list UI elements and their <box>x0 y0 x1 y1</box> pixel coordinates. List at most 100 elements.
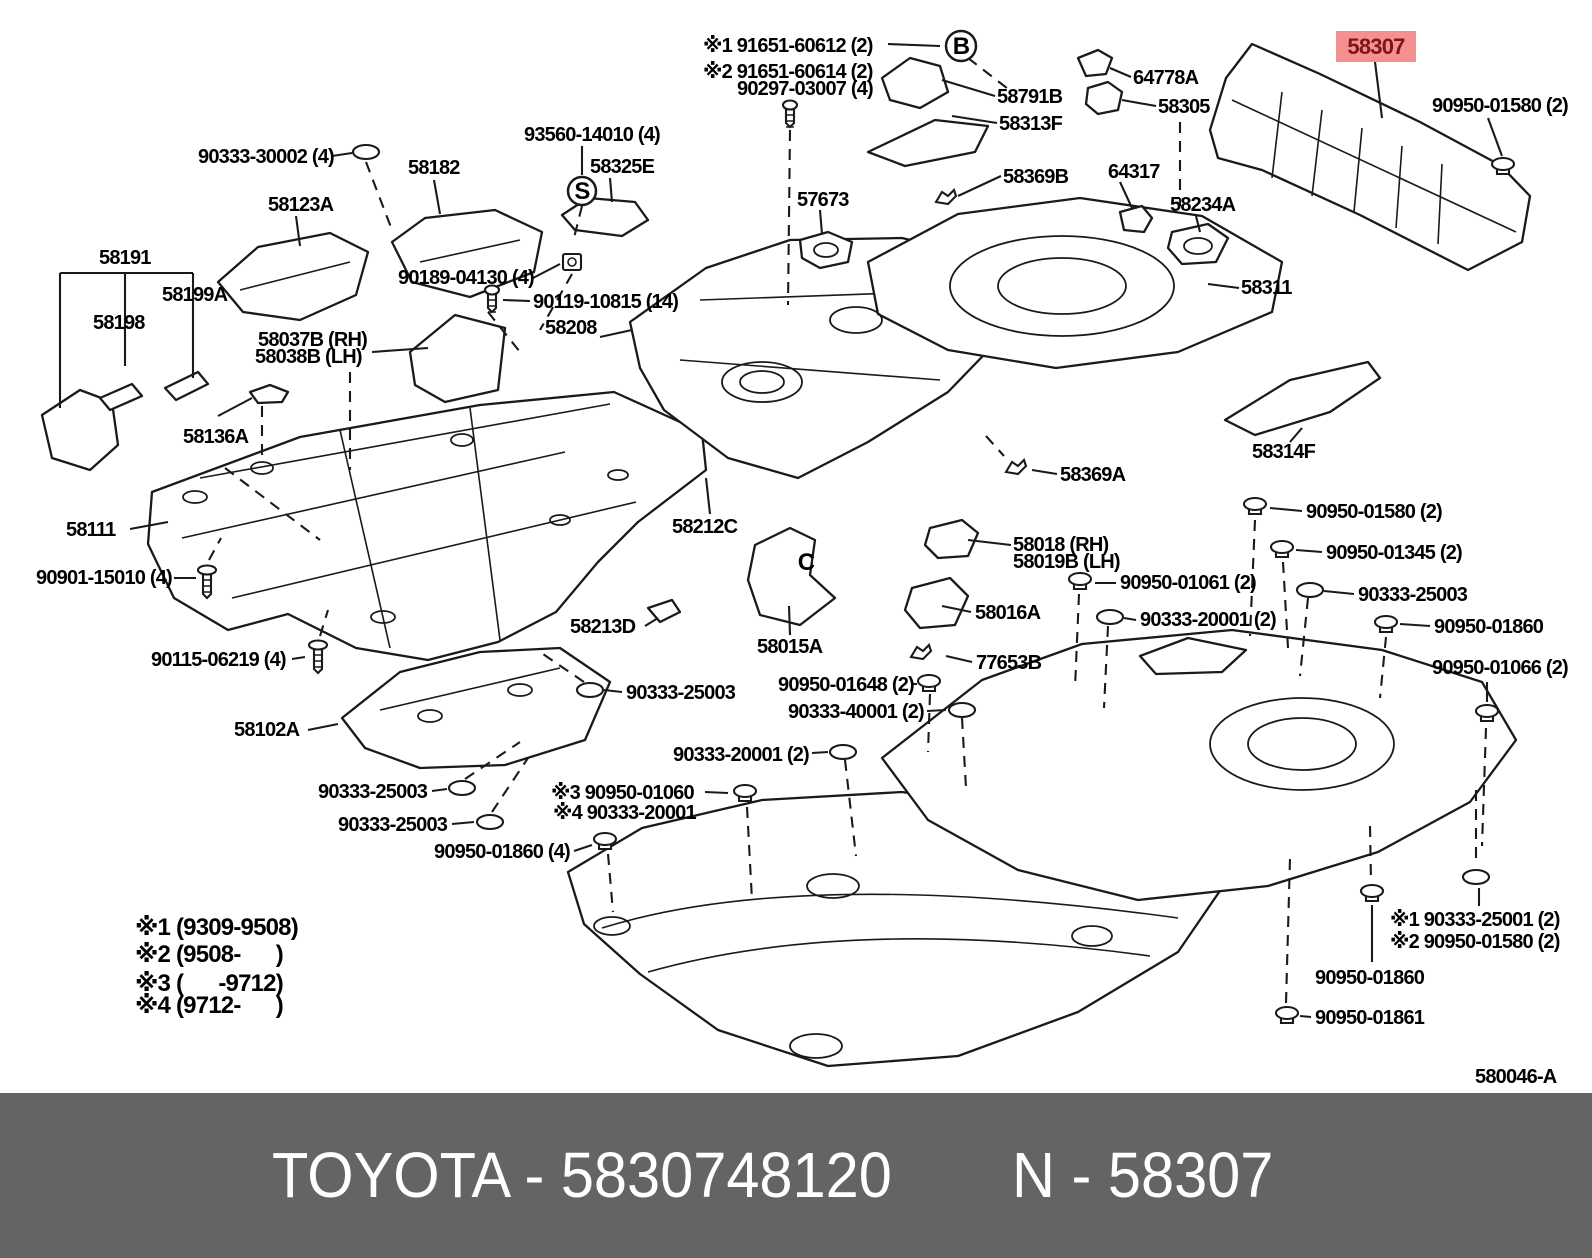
part-outline <box>40 388 120 472</box>
part-label: 90333-20001 (2) <box>1140 609 1276 631</box>
part-outline <box>1395 145 1403 229</box>
dashed-leader-line <box>960 717 968 789</box>
part-outline <box>1076 48 1114 78</box>
part-label: ※3 ( -9712) <box>135 970 283 997</box>
parts-layer <box>40 42 1532 1068</box>
dashed-leader-line <box>745 806 754 901</box>
part-label: 90950-01860 <box>1434 616 1544 638</box>
plug-head <box>1490 156 1516 172</box>
part-label: ※4 (9712- ) <box>135 992 283 1019</box>
clip-fastener-icon <box>934 188 958 206</box>
part-hole <box>806 873 860 899</box>
part-label: 77653B <box>976 652 1042 674</box>
callout-letter: S <box>574 178 590 205</box>
part-label: 57673 <box>797 189 849 211</box>
leader-line <box>1299 1014 1312 1019</box>
part-label: 90333-25003 <box>338 814 448 836</box>
plug-fastener-icon <box>1490 156 1516 176</box>
callout-letter: C <box>798 549 815 576</box>
part-outline <box>866 118 990 168</box>
leader-line <box>502 298 531 303</box>
part-label: 58123A <box>268 194 334 216</box>
leader-line <box>331 151 353 158</box>
clip-fastener-icon <box>1004 458 1028 476</box>
part-label: 90901-15010 (4) <box>36 567 172 589</box>
dashed-leader-line <box>1480 727 1488 847</box>
dashed-leader-line <box>786 129 792 306</box>
plug-fastener-icon <box>1242 496 1268 516</box>
clip-fastener-icon <box>909 643 933 661</box>
part-label: ※3 90950-01060 <box>551 782 694 804</box>
grommet-ring <box>947 701 977 719</box>
part-hole <box>739 370 785 394</box>
callout-circle <box>944 29 978 63</box>
dashed-leader-line <box>1298 597 1310 677</box>
clip-body <box>909 643 933 661</box>
leader-line <box>941 604 972 614</box>
part-label: ※1 91651-60612 (2) <box>703 35 873 57</box>
part-label: 90950-01066 (2) <box>1432 657 1568 679</box>
part-label: 58311 <box>1241 277 1292 299</box>
dashed-leader-line <box>1368 825 1373 883</box>
leader-line <box>532 263 561 279</box>
part-outline <box>1138 636 1248 676</box>
part-outline <box>248 383 290 405</box>
part-label: 90950-01580 (2) <box>1306 501 1442 523</box>
part-outline <box>98 382 144 412</box>
part-outline <box>181 451 566 539</box>
part-label: 90333-30002 (4) <box>198 146 334 168</box>
plug-head <box>1067 571 1093 587</box>
part-label: 90950-01860 (4) <box>434 841 570 863</box>
plug-head <box>1242 496 1268 512</box>
part-hole <box>813 242 839 258</box>
grommet-fastener-icon <box>1295 581 1325 599</box>
plug-fastener-icon <box>1274 1005 1300 1025</box>
leader-line <box>432 179 442 215</box>
grommet-ring <box>828 743 858 761</box>
leader-line <box>217 397 253 417</box>
dashed-leader-line <box>487 311 521 353</box>
part-label: ※2 90950-01580 (2) <box>1390 931 1560 953</box>
dashed-leader-line <box>539 651 585 683</box>
callout-S: S <box>566 175 598 207</box>
part-label: 58791B <box>997 86 1063 108</box>
grommet-ring <box>447 779 477 797</box>
part-label: 58111 <box>66 519 116 541</box>
head <box>196 564 218 576</box>
leader-line <box>1121 98 1157 108</box>
shaft <box>201 570 213 600</box>
part-outline <box>1208 42 1532 272</box>
part-outline <box>679 359 941 381</box>
parts-diagram: BSC※1 91651-60612 (2)※2 91651-60614 (2)9… <box>36 29 1569 1088</box>
leader-line <box>957 175 1002 197</box>
leader-line <box>945 654 973 664</box>
leader-line <box>1487 117 1503 157</box>
nut-fastener-icon <box>561 252 583 272</box>
part-hole <box>1247 717 1357 771</box>
highlight-layer: 58307 <box>1336 31 1416 62</box>
part-label: 90333-25003 <box>318 781 428 803</box>
dashed-leader-line <box>224 467 321 541</box>
part-label: 58018 (RH) <box>1013 534 1109 556</box>
part-hole <box>829 306 883 334</box>
part-label: 58191 <box>99 247 151 269</box>
part-label: ※2 (9508- ) <box>135 941 283 968</box>
bolt-fastener-icon <box>781 99 799 129</box>
part-outline <box>601 893 1179 929</box>
part-outline <box>390 208 544 299</box>
part-outline <box>1084 80 1124 116</box>
grommet-fastener-icon <box>351 143 381 161</box>
plug-fastener-icon <box>592 831 618 851</box>
part-label: ※1 90333-25001 (2) <box>1390 909 1560 931</box>
part-hole <box>1183 237 1213 255</box>
clip-body <box>934 188 958 206</box>
part-label: 58038B (LH) <box>255 346 362 368</box>
part-outline <box>1437 163 1443 245</box>
plug-head <box>1269 539 1295 555</box>
dashed-leader-line <box>1248 519 1257 637</box>
part-label: 58313F <box>999 113 1063 135</box>
grommet-ring <box>475 813 505 831</box>
part-label: 58016A <box>975 602 1041 624</box>
highlighted-part-label: 58307 <box>1347 34 1405 59</box>
